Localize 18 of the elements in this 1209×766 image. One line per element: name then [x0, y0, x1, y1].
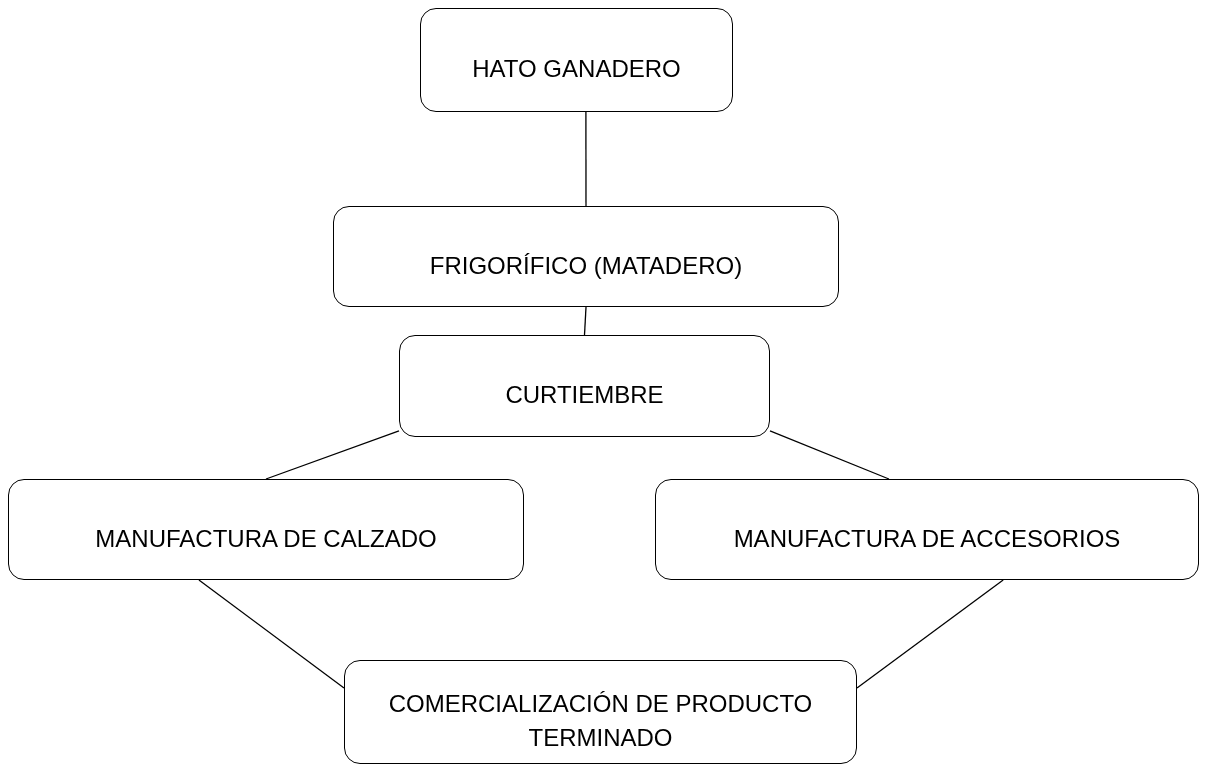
connector-line: [769, 430, 890, 480]
process-box: [399, 335, 770, 437]
connector-line: [856, 579, 1004, 689]
process-box: [333, 206, 839, 307]
process-box: [655, 479, 1199, 580]
box-label: FRIGORÍFICO (MATADERO): [429, 250, 743, 281]
box-label: MANUFACTURA DE ACCESORIOS: [733, 523, 1121, 554]
connector-line: [585, 111, 587, 207]
process-box: [420, 8, 733, 112]
process-box: [8, 479, 524, 580]
process-box: [344, 660, 857, 764]
connector-line: [583, 306, 587, 336]
connector-line: [265, 430, 400, 480]
box-label: COMERCIALIZACIÓN DE PRODUCTO TERMINADO: [387, 689, 814, 753]
box-label: HATO GANADERO: [472, 54, 681, 84]
box-label: CURTIEMBRE: [505, 380, 664, 410]
box-label: MANUFACTURA DE CALZADO: [95, 523, 437, 554]
connector-line: [198, 579, 345, 689]
